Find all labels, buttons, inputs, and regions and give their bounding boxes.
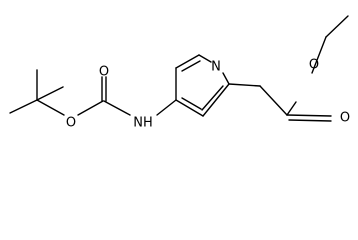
- bond-ether-o-ethyl: [311, 36, 327, 74]
- bond-nh-ring: [156, 99, 177, 116]
- bond-ring-c2-c3: [202, 83, 230, 117]
- bond-tbu-methyl-right: [36, 86, 64, 101]
- bond-carbonyl-ether-o: [286, 101, 297, 116]
- ester-ether-oxygen-label: O: [309, 58, 319, 73]
- bond-ch2-carbonyl: [259, 85, 288, 116]
- chemical-structure: N NH O O O O: [9, 15, 350, 131]
- bond-ring-n-c2: [222, 72, 230, 85]
- bond-ring-c3-c4: [175, 99, 204, 117]
- atom-labels: N NH O O O O: [66, 58, 350, 131]
- bond-ring-c6-n: [198, 54, 212, 63]
- amine-nh-label: NH: [133, 116, 153, 131]
- bond-carbamate-c-nh: [103, 100, 131, 116]
- carbamate-ester-oxygen-label: O: [66, 116, 76, 131]
- bond-ester-double-1: [286, 114, 332, 117]
- bonds: [9, 15, 349, 122]
- ester-carbonyl-oxygen-label: O: [340, 111, 350, 126]
- bond-ester-o-carbonyl-c: [77, 100, 104, 116]
- bond-ring-ch2: [228, 83, 261, 87]
- bond-ring-c5-c6: [175, 54, 200, 69]
- bond-ring-c6-n-inner: [181, 60, 201, 72]
- bond-ester-double-2: [288, 119, 332, 122]
- ring-nitrogen-label: N: [211, 60, 221, 75]
- bond-ring-c2-c3-inner: [201, 85, 224, 111]
- bond-tbu-methyl-left: [9, 99, 38, 114]
- bond-tbu-ester-o: [36, 99, 65, 116]
- carbamate-carbonyl-oxygen-label: O: [99, 65, 109, 80]
- bond-ethyl-methyl: [325, 15, 349, 38]
- bond-ring-c4-c3-inner: [181, 97, 202, 110]
